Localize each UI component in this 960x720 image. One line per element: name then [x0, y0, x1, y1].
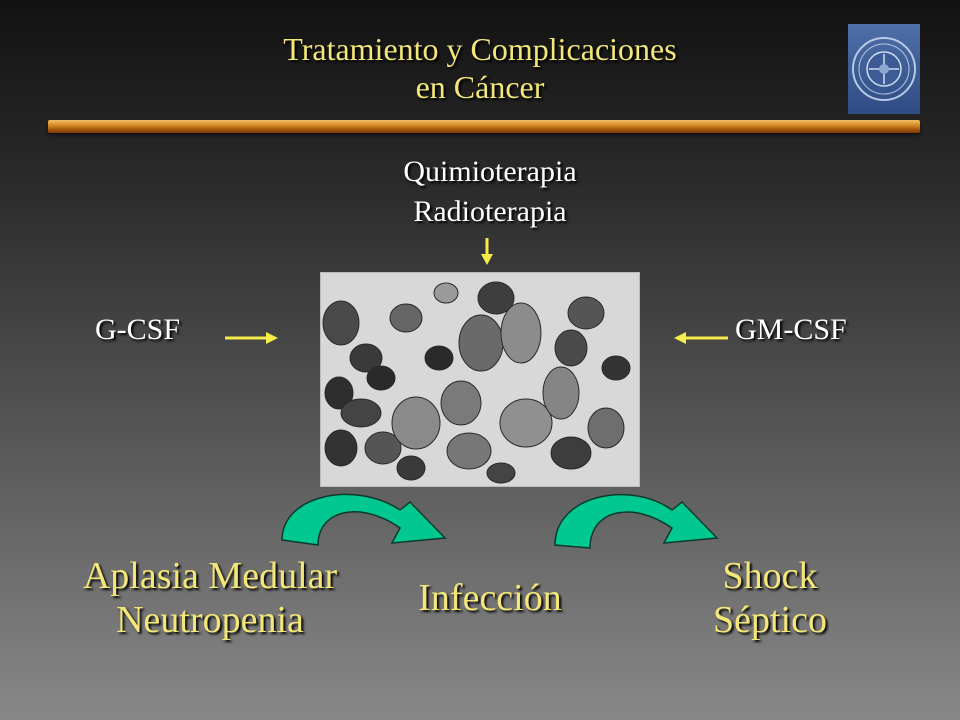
- micrograph-cells: [321, 273, 639, 486]
- seal-graphic: [852, 37, 916, 101]
- aplasia-line-2: Neutropenia: [116, 599, 304, 641]
- university-seal-icon: [848, 24, 920, 114]
- slide-title: Tratamiento y Complicaciones en Cáncer: [130, 30, 830, 106]
- bone-marrow-micrograph: [320, 272, 640, 487]
- left-arrow-icon: [674, 332, 728, 344]
- shock-label: Shock Séptico: [660, 554, 880, 642]
- title-line-1: Tratamiento y Complicaciones: [283, 31, 677, 67]
- aplasia-line-1: Aplasia Medular: [82, 555, 338, 597]
- treatment-label: Quimioterapia Radioterapia: [330, 152, 650, 232]
- treatment-line-1: Quimioterapia: [403, 155, 577, 188]
- shock-line-1: Shock: [722, 555, 818, 597]
- aplasia-label: Aplasia Medular Neutropenia: [40, 554, 380, 642]
- gm-csf-label: GM-CSF: [735, 313, 847, 346]
- infection-label: Infección: [418, 577, 562, 619]
- shock-line-2: Séptico: [713, 599, 827, 641]
- g-csf-label: G-CSF: [95, 313, 181, 346]
- title-divider: [48, 120, 920, 133]
- right-arrow-icon: [225, 332, 278, 344]
- curved-arrow-icon: [281, 493, 447, 546]
- down-arrow-icon: [481, 238, 493, 265]
- treatment-line-2: Radioterapia: [413, 195, 567, 228]
- curved-arrow-icon: [554, 493, 719, 549]
- title-line-2: en Cáncer: [415, 69, 545, 105]
